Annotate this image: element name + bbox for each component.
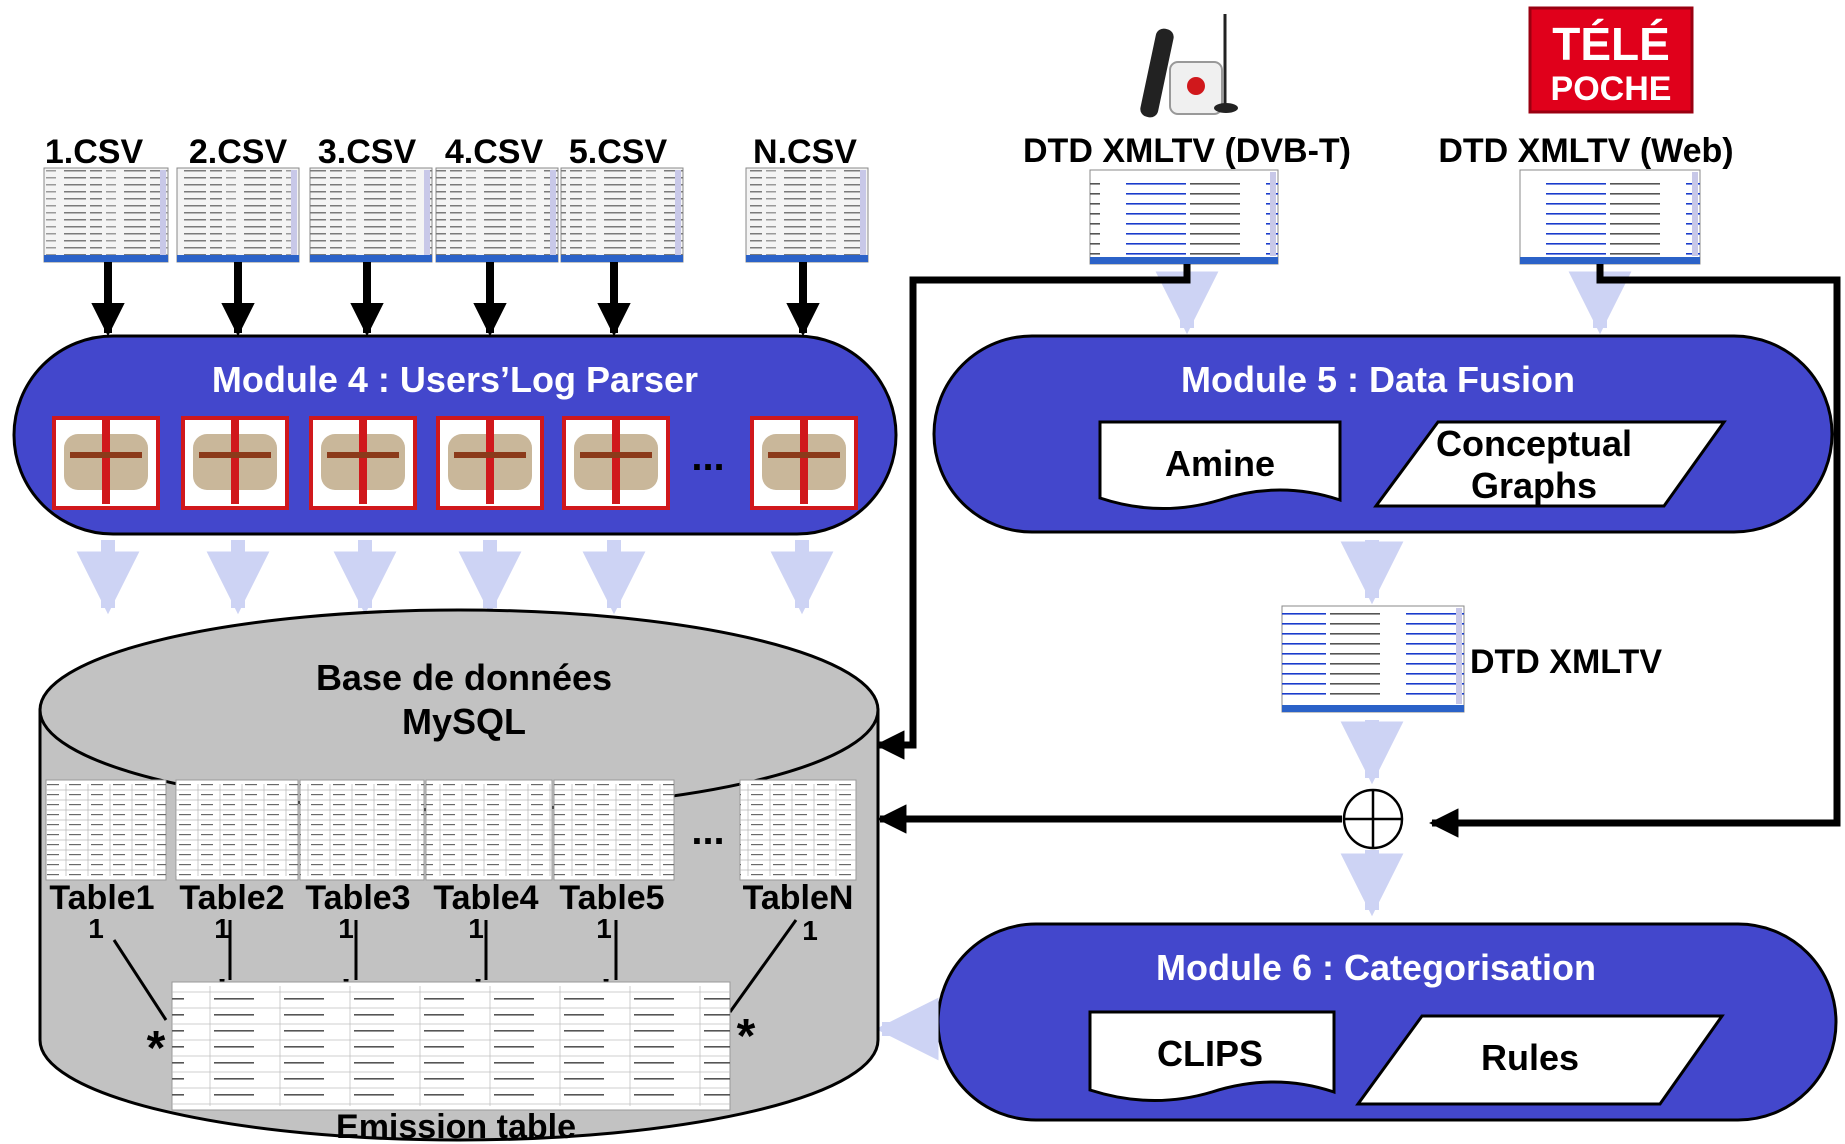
- table-label: Table3: [305, 879, 410, 917]
- emission-table-thumbnail: [171, 981, 731, 1111]
- dvbt-to-database-arrow: [875, 264, 1191, 760]
- table-thumbnails: ...: [45, 779, 857, 881]
- dvbt-source-label: DTD XMLTV (DVB-T): [1023, 132, 1351, 170]
- tele-poche-logo: TÉLÉ POCHE: [1528, 6, 1694, 114]
- xml-thumbnail: [1089, 169, 1279, 265]
- csv-source-label: 2.CSV: [189, 133, 288, 171]
- module4-to-database-arrows: [76, 540, 834, 615]
- module6-categorisation: Module 6 : Categorisation CLIPS Rules: [936, 922, 1838, 1122]
- cardinality-one: 1: [214, 913, 230, 944]
- module4-users-log-parser: Module 4 : Users’Log Parser: [12, 334, 898, 536]
- table-label: TableN: [743, 879, 854, 917]
- fusion-operator-icon: [1342, 788, 1404, 850]
- cardinality-many: *: [147, 1022, 166, 1075]
- module6-title: Module 6 : Categorisation: [1156, 947, 1596, 988]
- conceptual-graphs-parallelogram: Conceptual Graphs: [1373, 420, 1727, 508]
- csv-source-label: N.CSV: [753, 133, 857, 171]
- database-title-line-2: MySQL: [402, 701, 526, 742]
- csv-sources: 1.CSV 2.CSV 3.CSV: [43, 133, 869, 337]
- parser-flowchart-icon: [562, 416, 670, 510]
- conceptual-graphs-label-line-2: Graphs: [1471, 465, 1597, 506]
- table-thumbnail: [553, 779, 675, 881]
- web-source-label: DTD XMLTV (Web): [1438, 132, 1733, 170]
- clips-document-shape: CLIPS: [1088, 1010, 1336, 1102]
- table-thumbnail: [45, 779, 167, 881]
- csv-source-5: 5.CSV: [560, 133, 684, 337]
- amine-label: Amine: [1165, 443, 1275, 484]
- dvbt-source: DTD XMLTV (DVB-T): [1023, 14, 1351, 265]
- csv-source-1: 1.CSV: [43, 133, 169, 337]
- table-thumbnail: [425, 779, 553, 881]
- csv-source-n: N.CSV: [745, 133, 869, 337]
- module5-title: Module 5 : Data Fusion: [1181, 359, 1575, 400]
- module4-title: Module 4 : Users’Log Parser: [212, 359, 698, 400]
- table-label: Table2: [179, 879, 284, 917]
- cardinality-one: 1: [802, 915, 818, 946]
- logo-line-2: POCHE: [1551, 70, 1672, 108]
- logo-line-1: TÉLÉ: [1552, 18, 1670, 70]
- csv-thumbnail: [745, 167, 869, 263]
- xml-thumbnail: [1281, 605, 1465, 713]
- csv-thumbnail: [309, 167, 433, 263]
- amine-document-shape: Amine: [1098, 420, 1342, 510]
- rules-label: Rules: [1481, 1037, 1579, 1078]
- csv-thumbnail: [560, 167, 684, 263]
- parser-flowchart-icon: [181, 416, 289, 510]
- emission-table-label: Emission table: [336, 1108, 576, 1144]
- table-thumbnail: [739, 779, 857, 881]
- tables-ellipsis: ...: [691, 809, 724, 853]
- parser-ellipsis: ...: [691, 435, 724, 479]
- parser-flowchart-icon: [436, 416, 544, 510]
- database-mysql: Base de données MySQL: [38, 608, 880, 1144]
- web-to-fusion-arrow: [1429, 264, 1841, 838]
- web-source: TÉLÉ POCHE DTD XMLTV (Web): [1438, 6, 1734, 265]
- table-label: Table5: [559, 879, 664, 917]
- database-title-line-1: Base de données: [316, 657, 612, 698]
- csv-source-label: 5.CSV: [569, 133, 668, 171]
- conceptual-graphs-label-line-1: Conceptual: [1436, 423, 1632, 464]
- csv-source-label: 3.CSV: [318, 133, 417, 171]
- csv-source-label: 4.CSV: [445, 133, 544, 171]
- xml-thumbnail: [1519, 169, 1701, 265]
- csv-source-label: 1.CSV: [45, 133, 144, 171]
- table-thumbnail: [175, 779, 299, 881]
- csv-source-4: 4.CSV: [435, 133, 559, 337]
- cardinality-one: 1: [88, 913, 104, 944]
- parser-flowchart-icon: [309, 416, 417, 510]
- relationship-line: [728, 919, 798, 1013]
- csv-thumbnail: [176, 167, 300, 263]
- fused-xmltv-output: DTD XMLTV: [1281, 605, 1662, 713]
- csv-source-3: 3.CSV: [309, 133, 433, 337]
- csv-thumbnail: [435, 167, 559, 263]
- tv-tuner-icon: [1140, 14, 1238, 118]
- rules-parallelogram: Rules: [1355, 1014, 1725, 1106]
- parser-flowchart-icon: [52, 416, 160, 510]
- cardinality-many: *: [737, 1010, 756, 1063]
- table-label: Table1: [49, 879, 154, 917]
- relationship-line: [112, 939, 168, 1021]
- module5-data-fusion: Module 5 : Data Fusion Amine Conceptual …: [932, 334, 1834, 534]
- fused-xmltv-label: DTD XMLTV: [1470, 643, 1662, 681]
- cardinality-one: 1: [596, 913, 612, 944]
- parser-flowcharts: ...: [52, 416, 858, 510]
- clips-label: CLIPS: [1157, 1033, 1263, 1074]
- csv-thumbnail: [43, 167, 169, 263]
- cardinality-one: 1: [338, 913, 354, 944]
- parser-flowchart-icon: [750, 416, 858, 510]
- table-label: Table4: [433, 879, 538, 917]
- table-thumbnail: [299, 779, 425, 881]
- relationship-lines: [112, 919, 798, 1021]
- cardinality-one: 1: [468, 913, 484, 944]
- csv-source-2: 2.CSV: [176, 133, 300, 337]
